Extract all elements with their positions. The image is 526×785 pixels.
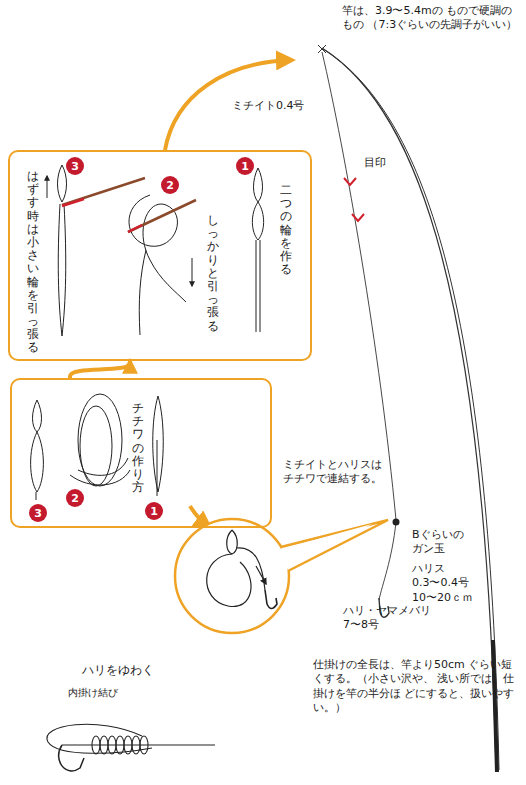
knot-name: 内掛け結び (68, 686, 148, 699)
knot-steps (47, 165, 264, 336)
callout-number: 3 (71, 161, 79, 172)
inner-knot (47, 724, 215, 771)
instruction-text: チチワの作り方 (132, 402, 144, 494)
leader-spec: ハリス 0.3〜0.4号 10〜20ｃｍ (412, 562, 474, 605)
connection-note: ミチイトとハリスは チチワで連結する。 (283, 458, 395, 487)
callout-number: 2 (71, 493, 79, 504)
knot-title: ハリをゆわく (82, 663, 172, 679)
shot-label: Bぐらいの ガン玉 (412, 528, 474, 557)
step-box: 二つの輪を作る しっかりと引っ張る はずす時は小さい輪を引っ張る 1 2 3 (8, 150, 312, 361)
instruction-text: 二つの輪を作る (280, 184, 292, 276)
rod-note: 竿は、3.9〜5.4mの もので硬調のもの （7:3ぐらいの先調子がいい） (342, 4, 520, 33)
line-spec: ミチイト0.4号 (232, 99, 322, 113)
instruction-text: はずす時は小さい輪を引っ張る (27, 170, 39, 355)
callout-number: 1 (150, 506, 158, 517)
step-number: 1 (236, 157, 254, 175)
flow-arrow (70, 361, 130, 378)
loop-connection (207, 530, 277, 609)
callout-number: 2 (166, 180, 174, 191)
marker-label: 目印 (364, 156, 404, 170)
split-shot (393, 519, 400, 526)
length-note: 仕掛けの全長は、竿より50cm ぐらい短くする。（小さい沢や、 浅い所では、仕掛… (313, 658, 518, 715)
step-number: 3 (66, 157, 84, 175)
step-number: 1 (145, 502, 163, 520)
instruction-text: しっかりと引っ張る (207, 214, 219, 333)
loop-steps (31, 394, 164, 500)
callout-number: 1 (241, 161, 249, 172)
step-number: 3 (29, 504, 47, 522)
rod-stick-tip (62, 199, 142, 232)
step-number: 2 (161, 176, 179, 194)
callout-number: 3 (34, 508, 42, 519)
marker-tag (344, 178, 364, 221)
method-box: チチワの作り方 3 2 1 (10, 378, 272, 528)
hook-spec: ハリ・ヤマメバリ 7〜8号 (343, 604, 447, 633)
step-number: 2 (66, 489, 84, 507)
